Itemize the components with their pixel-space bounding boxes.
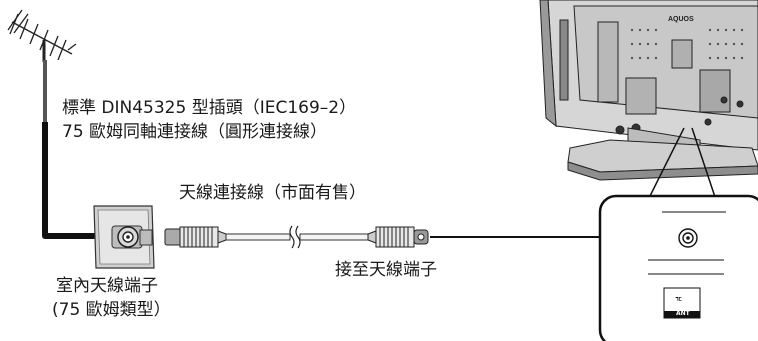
tv-brand-logo: AQUOS: [668, 16, 694, 23]
rooftop-antenna: [7, 9, 77, 62]
tv-rear-view: [539, 0, 758, 181]
tv-antenna-terminal-closeup: [598, 194, 758, 341]
antenna-mast: [43, 60, 47, 124]
plug-spec-label-line2: 75 歐姆同軸連接線（圓形連接線）: [62, 122, 328, 142]
coax-cable-thick: [42, 122, 110, 239]
ant-terminal-label: ANT: [676, 310, 690, 317]
connect-to-antenna-terminal-label: 接至天線端子: [335, 260, 437, 280]
wall-antenna-terminal: [93, 205, 155, 269]
antenna-connecting-cable: [164, 225, 429, 249]
wall-terminal-label-line1: 室內天線端子: [56, 276, 158, 296]
zoom-callout-lines: [647, 127, 717, 201]
ant-terminal-symbol: ᄀᄃ: [674, 297, 684, 308]
plug-spec-label-line1: 標準 DIN45325 型插頭（IEC169–2）: [62, 98, 357, 118]
wall-terminal-label-line2: (75 歐姆類型）: [52, 300, 171, 320]
cable-label: 天線連接線（市面有售）: [179, 183, 366, 203]
